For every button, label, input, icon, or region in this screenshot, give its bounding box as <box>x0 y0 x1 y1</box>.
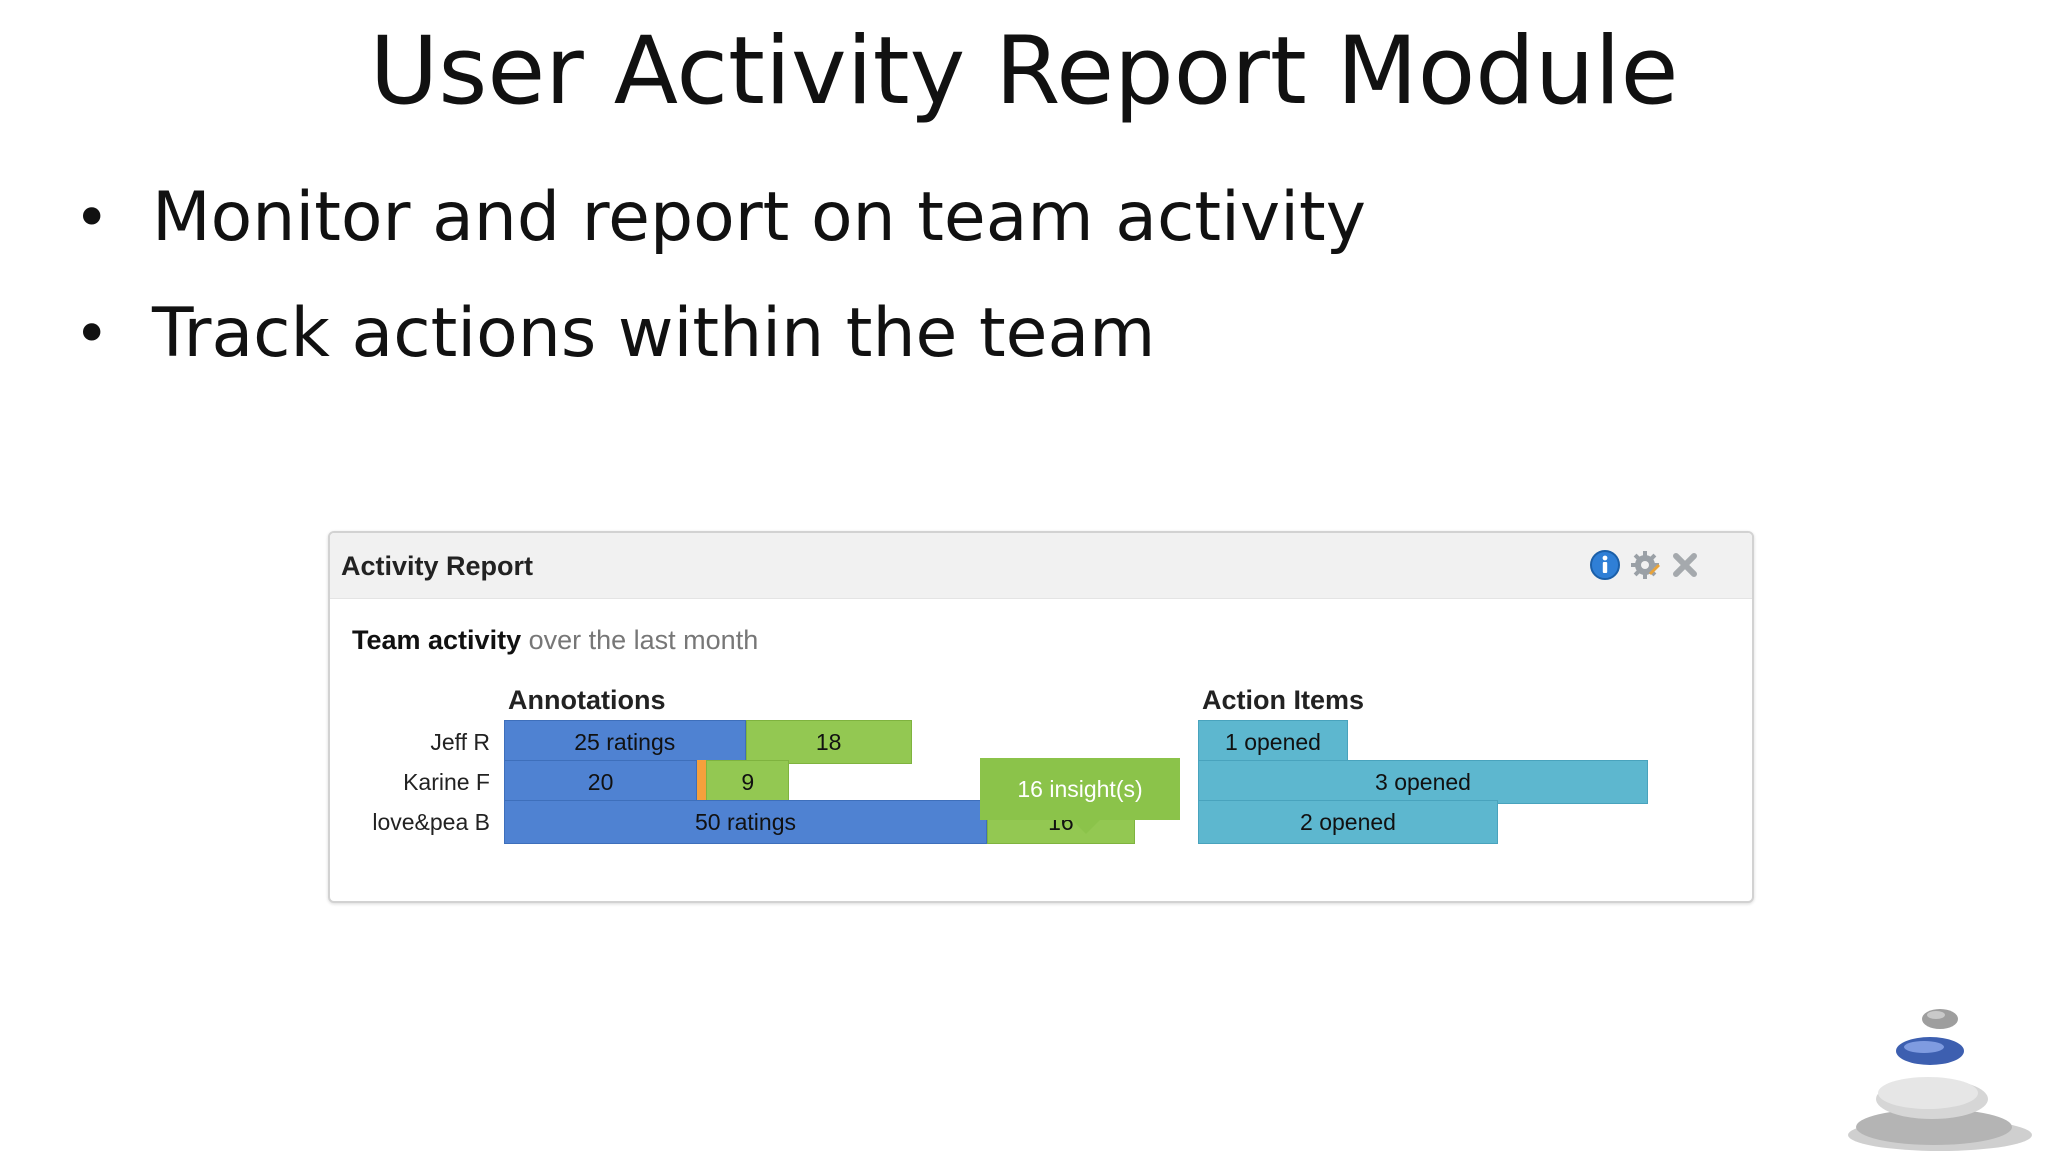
gear-icon[interactable] <box>1628 548 1662 582</box>
bullet-text: Monitor and report on team activity <box>152 178 1366 257</box>
widget-title: Activity Report <box>341 551 534 581</box>
tooltip-arrow <box>1072 820 1100 834</box>
slide-title: User Activity Report Module <box>369 17 1679 126</box>
subtitle-muted: over the last month <box>521 625 759 655</box>
ratings-bar[interactable]: 25 ratings <box>504 720 746 764</box>
action-items-bar[interactable]: 2 opened <box>1198 800 1498 844</box>
ratings-bar[interactable]: 20 <box>504 760 698 804</box>
ratings-bar[interactable]: 50 ratings <box>504 800 987 844</box>
insights-bar[interactable]: 9 <box>706 760 790 804</box>
close-icon[interactable] <box>1668 548 1702 582</box>
insight-tooltip: 16 insight(s) <box>980 758 1180 820</box>
action-items-bar[interactable]: 1 opened <box>1198 720 1348 764</box>
widget-tools <box>1588 548 1702 582</box>
widget-subtitle: Team activity over the last month <box>352 625 758 656</box>
widget-header: Activity Report <box>330 533 1752 599</box>
bullet-item: • Monitor and report on team activity <box>70 160 1366 276</box>
info-icon[interactable] <box>1588 548 1622 582</box>
insights-bar[interactable]: 18 <box>745 720 912 764</box>
annotations-header: Annotations <box>508 685 666 715</box>
bullet-dot: • <box>74 183 110 253</box>
user-label: Karine F <box>403 769 490 795</box>
bullet-text: Track actions within the team <box>152 294 1156 373</box>
user-label: love&pea B <box>372 809 490 835</box>
subtitle-strong: Team activity <box>352 625 522 655</box>
action-items-header: Action Items <box>1202 685 1365 715</box>
bullet-list: • Monitor and report on team activity • Tr… <box>70 160 1366 392</box>
bullet-dot: • <box>74 299 110 369</box>
action-items-bar[interactable]: 3 opened <box>1198 760 1648 804</box>
stacked-stones-logo <box>1842 995 2048 1152</box>
activity-report-widget: Activity Report Team activity over the l… <box>328 531 1754 903</box>
bullet-item: • Track actions within the team <box>70 276 1366 392</box>
user-label: Jeff R <box>430 729 490 755</box>
accent-bar[interactable] <box>697 760 707 804</box>
